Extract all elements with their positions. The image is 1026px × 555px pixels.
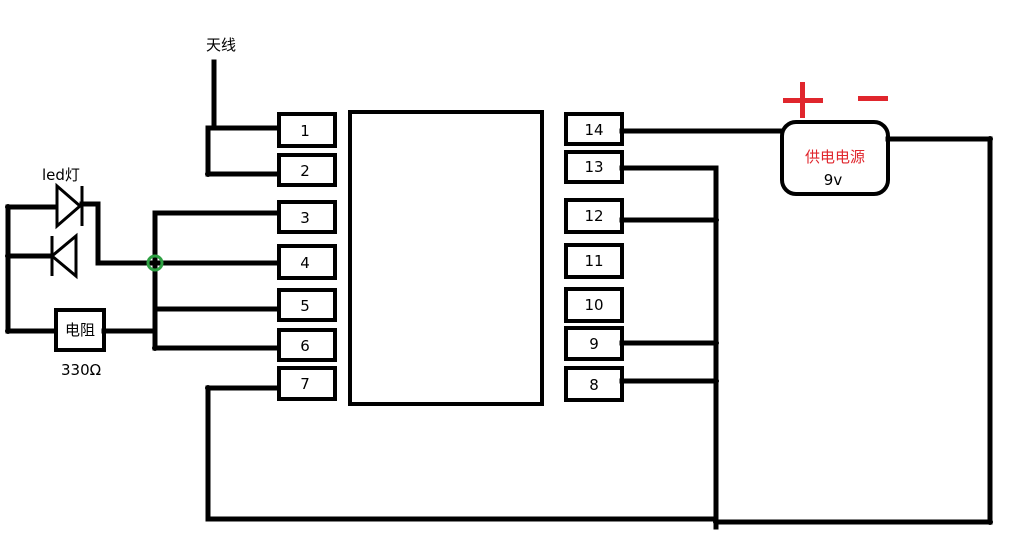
- pin-box-10: [564, 287, 624, 323]
- pin-box-2: [277, 153, 337, 187]
- junction-dot: [5, 328, 11, 334]
- pin-label-7: 7: [300, 375, 310, 393]
- led-label: led灯: [42, 166, 80, 184]
- pin-box-12: [564, 198, 624, 234]
- pin-box-11: [564, 243, 624, 279]
- right-pins: 14 13 12 11 10 9 8: [564, 112, 624, 402]
- pin-label-12: 12: [584, 207, 603, 225]
- junction-dot: [5, 204, 11, 210]
- pin-label-6: 6: [300, 337, 310, 355]
- pin-box-7: [277, 366, 337, 401]
- led-diode-1: [55, 182, 83, 230]
- power-supply-box: [780, 120, 890, 196]
- resistor-label: 电阻: [65, 321, 95, 339]
- pin-label-14: 14: [584, 121, 603, 139]
- ic-chip-body: [348, 110, 544, 406]
- pin-label-1: 1: [300, 122, 310, 140]
- pin-label-5: 5: [300, 297, 310, 315]
- pin-label-4: 4: [300, 254, 310, 272]
- junction-dot: [987, 136, 993, 142]
- junction-dot: [152, 345, 158, 351]
- junction-dot: [987, 519, 993, 525]
- pin-label-10: 10: [584, 296, 603, 314]
- junction-marker: [146, 254, 164, 272]
- pin-box-5: [277, 288, 337, 322]
- pin-box-1: [277, 112, 337, 148]
- plus-sign: [783, 82, 823, 118]
- left-pins: 1 2 3 4 5 6 7: [277, 112, 337, 401]
- junction-dot: [5, 253, 11, 259]
- power-supply-voltage: 9v: [824, 171, 843, 189]
- junction-dot: [205, 385, 211, 391]
- pin-box-8: [564, 366, 624, 402]
- pin-label-13: 13: [584, 158, 603, 176]
- power-supply-name: 供电电源: [805, 148, 865, 166]
- antenna-label: 天线: [206, 36, 236, 54]
- pin-label-3: 3: [300, 209, 310, 227]
- junction-dot: [205, 171, 211, 177]
- junction-dot: [713, 519, 719, 525]
- junction-dot: [713, 340, 719, 346]
- pin-label-2: 2: [300, 162, 310, 180]
- resistor-box: [54, 308, 106, 352]
- resistance-value: 330Ω: [61, 361, 101, 379]
- junction-dot: [713, 378, 719, 384]
- pin-label-8: 8: [589, 376, 599, 394]
- junction-dot: [713, 217, 719, 223]
- led-diode-2: [49, 232, 78, 280]
- pin-label-9: 9: [589, 335, 599, 353]
- minus-sign: [858, 96, 888, 101]
- pin-label-11: 11: [584, 252, 603, 270]
- pin-box-3: [277, 200, 337, 234]
- pin-box-6: [277, 328, 337, 362]
